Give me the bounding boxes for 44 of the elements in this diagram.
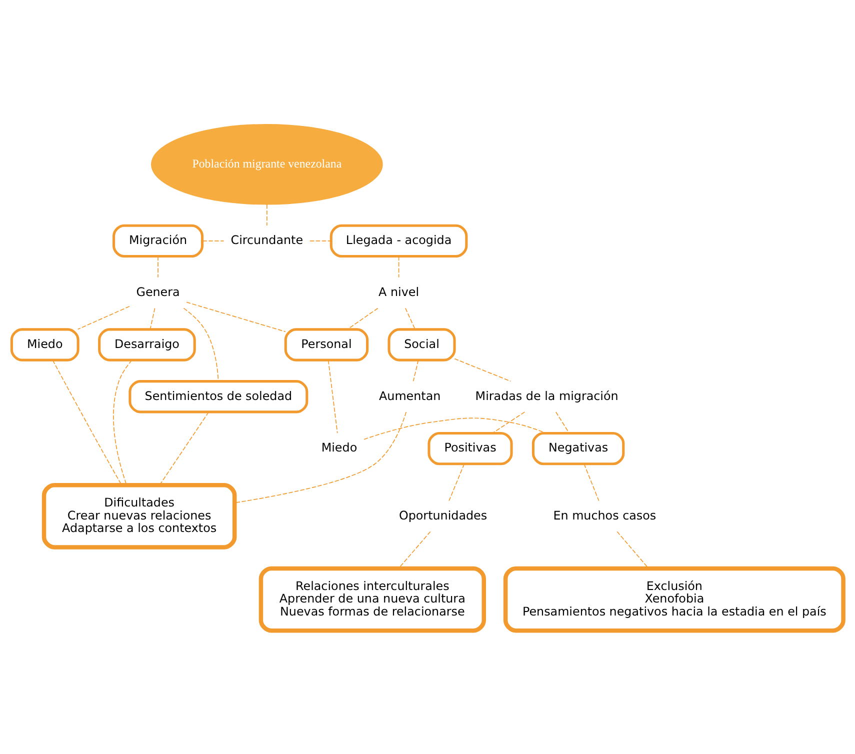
connector	[183, 307, 219, 382]
node-box: Migración	[112, 224, 204, 258]
connector	[202, 240, 224, 241]
connector	[492, 411, 526, 434]
node-text: Aumentan	[379, 388, 441, 402]
connector	[234, 411, 407, 503]
connector	[584, 463, 600, 501]
connector	[398, 255, 400, 278]
connector	[448, 463, 465, 501]
node-box: Desarraigo	[98, 328, 196, 361]
node-box: Personal	[284, 328, 369, 361]
node-box: Sentimientos de soledad	[128, 380, 308, 413]
connector	[310, 240, 332, 241]
node-text: Circundante	[230, 232, 304, 247]
node-box: Relaciones interculturales Aprender de una nueva cultura Nuevas formas de relacionarse	[258, 566, 486, 632]
connector	[454, 358, 512, 382]
node-box: Llegada - acogida	[330, 224, 468, 258]
node-box: Negativas	[532, 431, 625, 465]
node-text: Oportunidades	[398, 508, 488, 522]
node-text: Miradas de la migración	[475, 388, 618, 402]
node-box: Social	[388, 328, 456, 361]
connector	[77, 305, 130, 330]
connector	[150, 307, 156, 330]
connector	[159, 411, 209, 485]
node-box: Positivas	[428, 431, 513, 465]
connector	[616, 530, 649, 568]
connector	[346, 307, 378, 330]
node-box: Dificultades Crear nuevas relaciones Adaptarse a los contextos	[42, 482, 237, 549]
node-text: Genera	[136, 284, 180, 298]
node-text: Miedo	[321, 440, 358, 454]
node-box: Exclusión Xenofobia Pensamientos negativos hacia la estadia en el país	[503, 566, 846, 632]
connector	[398, 530, 431, 568]
node-box: Miedo	[10, 328, 80, 361]
connector	[328, 359, 338, 434]
node-text: A nivel	[378, 284, 420, 298]
connector	[113, 359, 132, 485]
connector	[266, 204, 268, 226]
node-text: En muchos casos	[553, 508, 656, 522]
connector	[186, 301, 286, 332]
connector	[556, 411, 570, 433]
connector	[405, 307, 416, 330]
node-ellipse: Población migrante venezolana	[151, 123, 383, 204]
connector	[52, 359, 122, 485]
connector	[412, 359, 419, 382]
